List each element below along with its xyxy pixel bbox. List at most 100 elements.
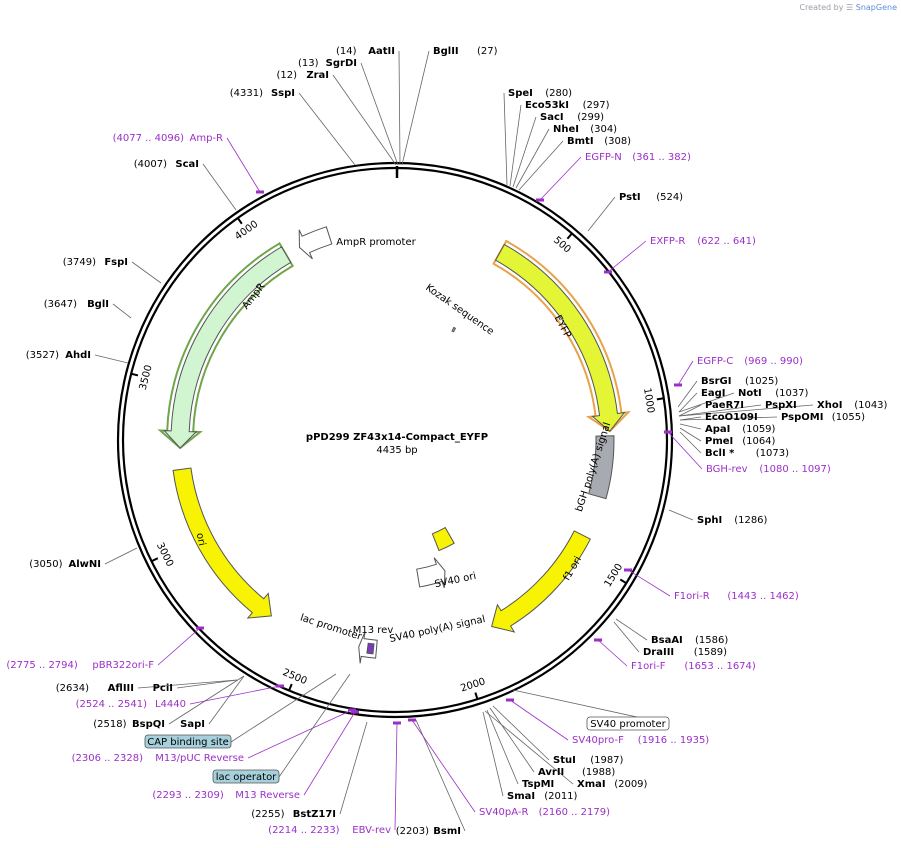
feature-sv40-ori[interactable] (431, 526, 455, 552)
feature-kozak-sequence[interactable] (451, 326, 457, 333)
site-name-spei[interactable]: SpeI (508, 88, 533, 99)
site-name-smai[interactable]: SmaI (507, 791, 535, 802)
primer-range-exfp-r: (622 .. 641) (697, 236, 756, 247)
site-name-eco53ki[interactable]: Eco53kI (525, 100, 569, 111)
site-name-alwni[interactable]: AlwNI (69, 559, 102, 570)
feature-eyfp[interactable] (494, 243, 626, 432)
primer-mark-bgh-rev[interactable] (664, 430, 672, 434)
site-name-sapi[interactable]: SapI (180, 719, 205, 730)
tick-label-1500: 1500 (603, 562, 626, 589)
primer-mark-f1ori-f[interactable] (594, 638, 602, 642)
boxed-label-sv40-promoter[interactable] (586, 716, 670, 731)
primer-mark-amp-r[interactable] (256, 190, 264, 194)
feature-sv40-poly-a-signal[interactable] (416, 557, 446, 589)
site-name-sphi[interactable]: SphI (697, 515, 722, 526)
site-name-ahdi[interactable]: AhdI (65, 350, 91, 361)
site-name-fspi[interactable]: FspI (104, 257, 128, 268)
site-name-bcli[interactable]: BclI * (705, 448, 735, 459)
site-pos-sphi: (1286) (734, 515, 767, 526)
boxed-label-lac-operator[interactable] (212, 769, 280, 784)
primer-mark-pbr322ori-f[interactable] (196, 626, 204, 630)
leader-spei (503, 92, 508, 186)
site-name-pspxi[interactable]: PspXI (765, 400, 797, 411)
site-name-bglii[interactable]: BglII (433, 46, 459, 57)
primer-name-pbr322ori-f[interactable]: pBR322ori-F (92, 660, 154, 671)
primer-name-bgh-rev[interactable]: BGH-rev (706, 464, 748, 475)
site-pos-spei: (280) (545, 88, 572, 99)
site-pos-stui: (1987) (590, 755, 623, 766)
primer-name-f1ori-r[interactable]: F1ori-R (674, 591, 710, 602)
site-name-bsaai[interactable]: BsaAI (651, 635, 683, 646)
site-name-ecoo109i[interactable]: EcoO109I (705, 412, 758, 423)
site-name-xhoi[interactable]: XhoI (817, 400, 842, 411)
primer-range-bgh-rev: (1080 .. 1097) (759, 464, 831, 475)
leader-smai (482, 711, 504, 797)
site-name-sspi[interactable]: SspI (271, 88, 295, 99)
primer-name-sv40pro-f[interactable]: SV40pro-F (572, 735, 624, 746)
primer-mark-egfp-c[interactable] (674, 383, 682, 387)
primer-name-amp-r[interactable]: Amp-R (190, 133, 224, 144)
site-name-bsmi[interactable]: BsmI (433, 826, 461, 837)
feature-ampr[interactable] (163, 246, 292, 449)
snapgene-credit: Created by ☰ SnapGene (799, 3, 897, 12)
primer-leader-exfp-r (607, 240, 647, 273)
site-name-avrii[interactable]: AvrII (538, 767, 564, 778)
primer-name-egfp-n[interactable]: EGFP-N (585, 152, 622, 163)
feature-ampr-promoter[interactable] (298, 226, 333, 260)
primer-mark-m13-puc-reverse[interactable] (348, 708, 356, 712)
primer-name-l4440[interactable]: L4440 (155, 699, 186, 710)
primer-name-egfp-c[interactable]: EGFP-C (697, 356, 733, 367)
site-name-eagi[interactable]: EagI (701, 388, 725, 399)
primer-name-f1ori-f[interactable]: F1ori-F (631, 661, 666, 672)
site-name-stui[interactable]: StuI (553, 755, 576, 766)
site-name-pcii[interactable]: PciI (153, 683, 173, 694)
site-name-bstz17i[interactable]: BstZ17I (293, 809, 336, 820)
boxed-label-cap-binding-site[interactable] (144, 734, 232, 749)
site-name-afliii[interactable]: AflIII (108, 683, 134, 694)
site-name-pspomi[interactable]: PspOMI (781, 412, 823, 423)
primer-mark-sv40pa-r[interactable] (408, 718, 416, 722)
primer-name-m13-puc-reverse[interactable]: M13/pUC Reverse (155, 753, 244, 764)
tick-mark-3500 (130, 372, 139, 377)
site-name-bgli[interactable]: BglI (87, 299, 109, 310)
primer-mark-sv40pro-f[interactable] (506, 698, 514, 702)
leader-bcli (679, 431, 702, 454)
feature-bgh-poly-a-signal[interactable] (588, 435, 615, 500)
primer-mark-f1ori-r[interactable] (624, 568, 632, 572)
primer-name-m13-reverse[interactable]: M13 Reverse (235, 790, 300, 801)
plasmid-name: pPD299 ZF43x14-Compact_EYFP (306, 432, 488, 443)
primer-mark-m13-reverse[interactable] (351, 710, 359, 714)
feature-m13-rev[interactable] (366, 642, 375, 655)
primer-mark-l4440[interactable] (276, 684, 284, 688)
site-pos-bspqi: (2518) (93, 719, 126, 730)
site-name-draiii[interactable]: DraIII (643, 647, 674, 658)
site-name-bmti[interactable]: BmtI (567, 136, 594, 147)
primer-mark-ebv-rev[interactable] (393, 721, 401, 725)
feature-ori[interactable] (172, 467, 272, 619)
site-name-xmai[interactable]: XmaI (577, 779, 606, 790)
feature-f1-ori[interactable] (491, 530, 591, 633)
site-name-sgrdi[interactable]: SgrDI (326, 58, 357, 69)
site-name-bspqi[interactable]: BspQI (132, 719, 165, 730)
primer-mark-exfp-r[interactable] (604, 270, 612, 274)
primer-range-m13-puc-reverse: (2306 .. 2328) (72, 753, 144, 764)
site-name-saci[interactable]: SacI (540, 112, 564, 123)
primer-name-sv40pa-r[interactable]: SV40pA-R (479, 807, 528, 818)
site-name-pmei[interactable]: PmeI (705, 436, 733, 447)
site-name-apai[interactable]: ApaI (705, 424, 730, 435)
site-name-aatii[interactable]: AatII (368, 46, 395, 57)
boxed-leader-cap-binding-site (230, 673, 337, 743)
primer-mark-egfp-n[interactable] (536, 198, 544, 202)
primer-name-exfp-r[interactable]: EXFP-R (650, 236, 685, 247)
site-name-noti[interactable]: NotI (738, 388, 762, 399)
site-name-nhei[interactable]: NheI (553, 124, 579, 135)
site-name-scai[interactable]: ScaI (175, 159, 199, 170)
site-name-psti[interactable]: PstI (619, 192, 641, 203)
site-name-paer7i[interactable]: PaeR7I (705, 400, 744, 411)
site-name-bsrgi[interactable]: BsrGI (701, 376, 731, 387)
primer-range-m13-reverse: (2293 .. 2309) (152, 790, 224, 801)
site-name-tspmi[interactable]: TspMI (522, 779, 554, 790)
primer-leader-f1ori-r (627, 569, 671, 597)
primer-name-ebv-rev[interactable]: EBV-rev (352, 825, 391, 836)
site-name-zrai[interactable]: ZraI (306, 70, 329, 81)
